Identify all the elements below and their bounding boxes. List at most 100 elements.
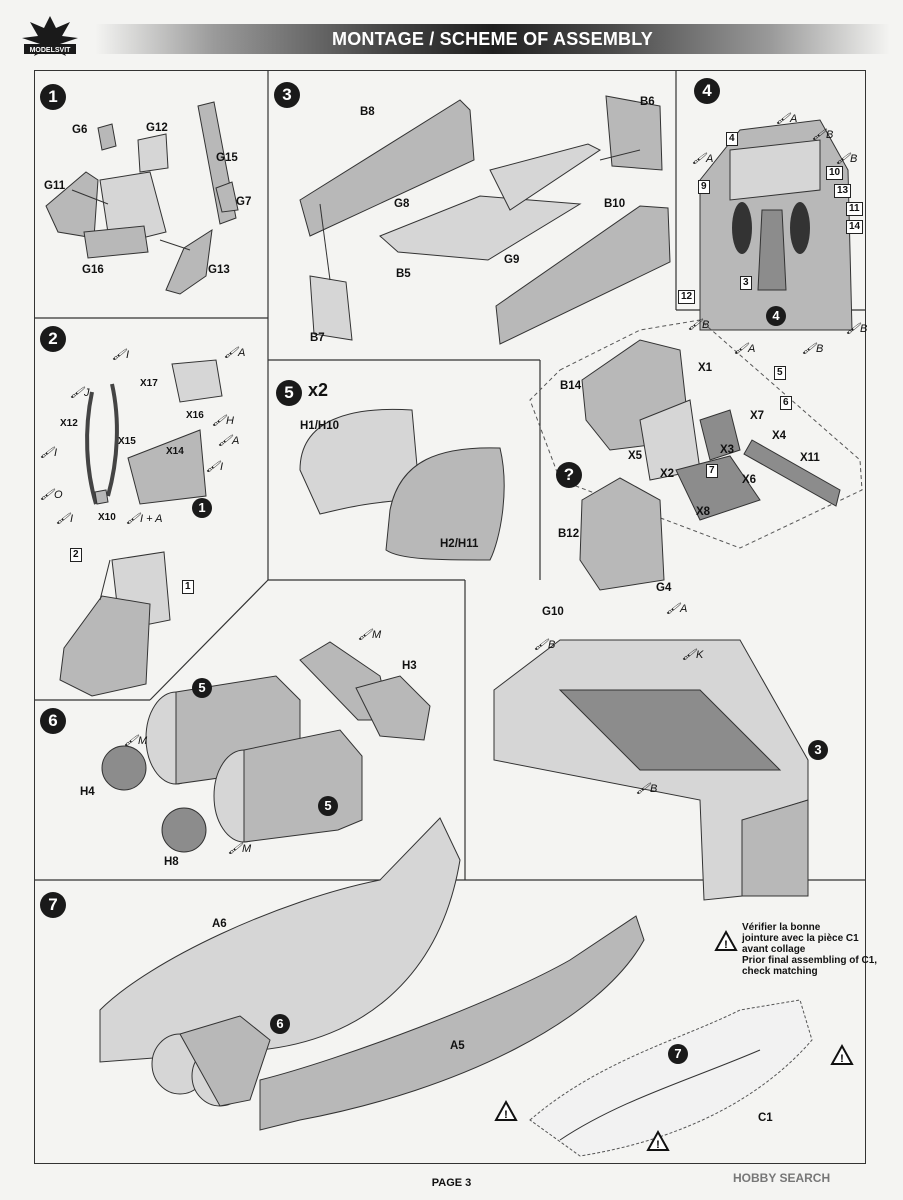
part-label: H2/H11 — [440, 538, 479, 550]
part-label: X1 — [698, 362, 713, 374]
step-5-multiplier: x2 — [308, 380, 329, 400]
decal-box: 10 — [826, 166, 844, 180]
part-label: B14 — [560, 380, 582, 392]
help-marker: ? — [556, 462, 582, 488]
part-label: H4 — [80, 786, 95, 798]
part-label: X7 — [750, 410, 765, 422]
part-label: A6 — [212, 918, 227, 930]
part-label: B6 — [640, 96, 655, 108]
decal-box: 11 — [846, 202, 863, 216]
part-label: H1/H10 — [300, 420, 339, 432]
part-label: G12 — [146, 122, 168, 134]
step-4-number: 4 — [694, 78, 720, 104]
part-label: A5 — [450, 1040, 465, 1052]
paint-code: 🖌H — [212, 415, 234, 427]
paint-code: 🖌B — [812, 129, 834, 141]
part-label: H3 — [402, 660, 417, 672]
paint-code: 🖌I — [112, 349, 130, 361]
decal-box: 5 — [774, 366, 786, 380]
part-label: G7 — [236, 196, 252, 208]
paint-code: 🖌A — [666, 603, 688, 615]
part-label: X5 — [628, 450, 643, 462]
part-label: X11 — [800, 452, 820, 464]
paint-code: 🖌I + A — [126, 513, 163, 525]
paint-code: 🖌I — [206, 461, 224, 473]
part-label: G13 — [208, 264, 230, 276]
part-label: X15 — [118, 436, 136, 447]
decal-box: 12 — [678, 290, 696, 304]
part-label: X10 — [98, 512, 116, 523]
part-label: B7 — [310, 332, 325, 344]
paint-code: 🖌B — [534, 639, 556, 651]
paint-code: 🖌B — [636, 783, 658, 795]
part-label: C1 — [758, 1112, 773, 1124]
page-title: MONTAGE / SCHEME OF ASSEMBLY — [332, 29, 653, 49]
assembly-warning-note: Vérifier la bonne jointure avec la pièce… — [742, 922, 878, 977]
part-label: G6 — [72, 124, 88, 136]
paint-code: 🖌M — [228, 843, 252, 855]
step-ref: 3 — [808, 740, 828, 760]
part-label: X14 — [166, 446, 184, 457]
part-label: X12 — [60, 418, 78, 429]
paint-code: 🖌M — [124, 735, 148, 747]
svg-text:MODELSVIT: MODELSVIT — [30, 47, 72, 54]
svg-text:!: ! — [840, 1053, 844, 1065]
part-label: G9 — [504, 254, 520, 266]
svg-text:!: ! — [504, 1109, 508, 1121]
step-6-number: 6 — [40, 708, 66, 734]
part-label: G15 — [216, 152, 238, 164]
part-label: G8 — [394, 198, 410, 210]
paint-code: 🖌B — [688, 319, 710, 331]
step-3-number: 3 — [274, 82, 300, 108]
decal-box: 2 — [70, 548, 82, 562]
step-ref: 7 — [668, 1044, 688, 1064]
paint-code: 🖌A — [734, 343, 756, 355]
paint-code: 🖌B — [846, 323, 868, 335]
part-label: X6 — [742, 474, 757, 486]
step-2-number: 2 — [40, 326, 66, 352]
part-label: B12 — [558, 528, 580, 540]
step-1-number: 1 — [40, 84, 66, 110]
paint-code: 🖌K — [682, 649, 704, 661]
paint-code: 🖌I — [56, 513, 74, 525]
step-ref: 5 — [318, 796, 338, 816]
part-label: G16 — [82, 264, 104, 276]
instruction-frame — [34, 70, 866, 1164]
brand-logo: MODELSVIT — [20, 14, 80, 60]
decal-box: 1 — [182, 580, 194, 594]
part-label: X2 — [660, 468, 675, 480]
part-label: B5 — [396, 268, 411, 280]
paint-code: 🖌O — [40, 489, 63, 501]
part-label: H8 — [164, 856, 179, 868]
part-label: X16 — [186, 410, 204, 421]
step-7-number: 7 — [40, 892, 66, 918]
step-ref: 5 — [192, 678, 212, 698]
step-ref: 4 — [766, 306, 786, 326]
paint-code: 🖌M — [358, 629, 382, 641]
part-label: G11 — [44, 180, 66, 192]
svg-text:!: ! — [656, 1139, 660, 1151]
paint-code: 🖌A — [224, 347, 246, 359]
paint-code: 🖌A — [776, 113, 798, 125]
watermark: HOBBY SEARCH — [733, 1171, 831, 1185]
paint-code: 🖌J — [70, 387, 90, 399]
paint-code: 🖌A — [218, 435, 240, 447]
part-label: G4 — [656, 582, 672, 594]
decal-box: 9 — [698, 180, 710, 194]
part-label: G10 — [542, 606, 564, 618]
step-5-number: 5 — [276, 380, 302, 406]
paint-code: 🖌B — [836, 153, 858, 165]
svg-text:!: ! — [724, 939, 728, 951]
header-bar — [95, 24, 890, 54]
part-label: X8 — [696, 506, 711, 518]
part-label: B8 — [360, 106, 375, 118]
part-label: X3 — [720, 444, 735, 456]
step-ref: 6 — [270, 1014, 290, 1034]
page-number: PAGE 3 — [431, 1177, 472, 1189]
paint-code: 🖌I — [40, 447, 58, 459]
decal-box: 6 — [780, 396, 792, 410]
part-label: B10 — [604, 198, 626, 210]
paint-code: 🖌A — [692, 153, 714, 165]
decal-box: 13 — [834, 184, 852, 198]
